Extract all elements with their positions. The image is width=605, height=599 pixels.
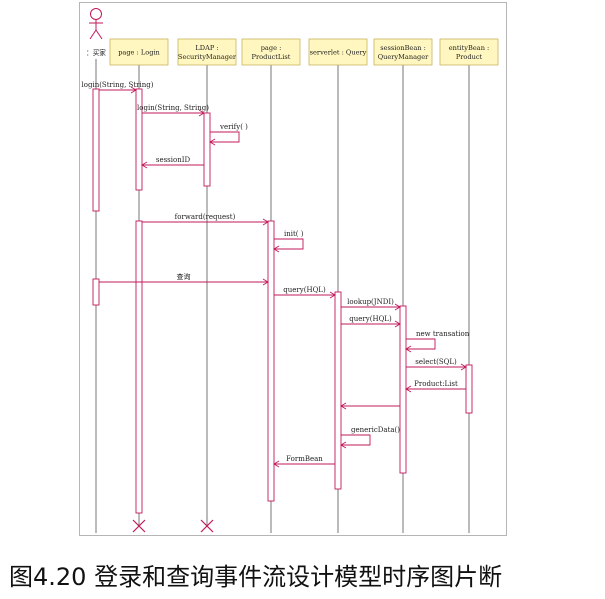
destroy-x-icon <box>200 519 214 533</box>
self-message-arrowhead <box>273 245 280 253</box>
destroy-x-stroke <box>132 519 146 533</box>
activation-bar-login_page <box>135 220 143 514</box>
message-arrowhead <box>329 291 336 299</box>
lifelines-layer <box>95 59 470 533</box>
message-arrowhead <box>340 402 347 410</box>
message-arrowhead <box>273 460 280 468</box>
participant-label-product_list: page : <box>261 44 282 52</box>
participant-label-ldap: LDAP : <box>195 44 218 52</box>
destroy-x-icon <box>132 519 146 533</box>
participant-label-login_page: page : Login <box>118 49 160 57</box>
message-arrowhead <box>262 278 269 286</box>
activation-bar-actor <box>92 88 100 212</box>
participant-label-product_entity: Product <box>456 53 483 61</box>
activation-bar-query_manager <box>399 305 407 474</box>
self-message-line <box>210 131 240 143</box>
actor-label: ：买家 <box>86 48 106 57</box>
participant-label-product_list: ProductList <box>252 53 291 61</box>
message-arrowhead <box>394 320 401 328</box>
participant-box-query_servlet <box>308 38 368 66</box>
message-label: sessionID <box>156 156 191 164</box>
destroy-x-stroke <box>200 519 214 533</box>
message-label: query(HQL) <box>349 315 392 323</box>
participant-label-product_entity: entityBean : <box>449 44 490 52</box>
message-label: login(String, String) <box>137 104 209 112</box>
message-label: new transation <box>416 330 470 338</box>
activation-bar-product_entity <box>465 364 473 414</box>
sequence-diagram: ：买家 page : Login LDAP :SecurityManager page… <box>82 8 499 533</box>
activation-bar-query_servlet <box>334 291 342 490</box>
message-label: query(HQL) <box>283 286 326 294</box>
participant-label-ldap: SecurityManager <box>178 53 237 61</box>
message-label: select(SQL) <box>415 358 457 366</box>
destroy-markers-layer <box>132 519 214 533</box>
activation-bar-login_page <box>135 88 143 191</box>
actor-head <box>90 8 102 20</box>
message-arrowhead <box>460 363 467 371</box>
message-arrowhead <box>405 385 412 393</box>
self-message-arrowhead <box>340 441 347 449</box>
message-label: verify( ) <box>219 123 248 131</box>
self-message-line <box>341 434 371 446</box>
message-label: lookup(JNDI) <box>347 298 394 306</box>
participant-box-login_page <box>109 38 169 66</box>
participant-heads-layer: ：买家 page : Login LDAP :SecurityManager page… <box>86 8 499 66</box>
participant-box-ldap <box>177 38 237 66</box>
message-label: 查询 <box>177 272 191 281</box>
activation-bar-product_list <box>267 220 275 502</box>
message-arrowhead <box>394 303 401 311</box>
message-arrowhead <box>141 161 148 169</box>
message-arrowhead <box>130 86 137 94</box>
activation-bar-ldap <box>203 112 211 187</box>
message-label: init( ) <box>284 230 304 238</box>
message-label: forward(request) <box>175 213 236 221</box>
participant-label-query_manager: sessionBean : <box>380 44 426 52</box>
message-arrowhead <box>198 109 205 117</box>
sequence-diagram-frame: ：买家 page : Login LDAP :SecurityManager page… <box>79 2 507 536</box>
message-label: FormBean <box>286 455 323 463</box>
message-label: Product:List <box>414 380 458 388</box>
message-label: genericData() <box>351 426 400 434</box>
self-message-arrowhead <box>209 138 216 146</box>
participant-label-query_manager: QueryManager <box>378 53 429 61</box>
participant-box-product_entity <box>439 38 499 66</box>
activation-bar-actor <box>92 278 100 306</box>
activations-layer <box>92 88 473 514</box>
message-label: login(String, String) <box>82 81 154 89</box>
self-message-line <box>406 338 436 350</box>
participant-label-query_servlet: serverlet : Query <box>310 49 367 57</box>
messages-layer: login(String, String) login(String, Strin… <box>82 81 470 468</box>
figure-caption: 图4.20 登录和查询事件流设计模型时序图片断 <box>9 563 503 591</box>
actor-leg-left <box>89 29 97 40</box>
participant-box-query_manager <box>373 38 433 66</box>
self-message-arrowhead <box>405 345 412 353</box>
actor-leg-right <box>95 29 103 40</box>
self-message-line <box>274 238 304 250</box>
stick-figure-actor-icon <box>89 8 103 40</box>
message-arrowhead <box>262 218 269 226</box>
participant-box-product_list <box>241 38 301 66</box>
